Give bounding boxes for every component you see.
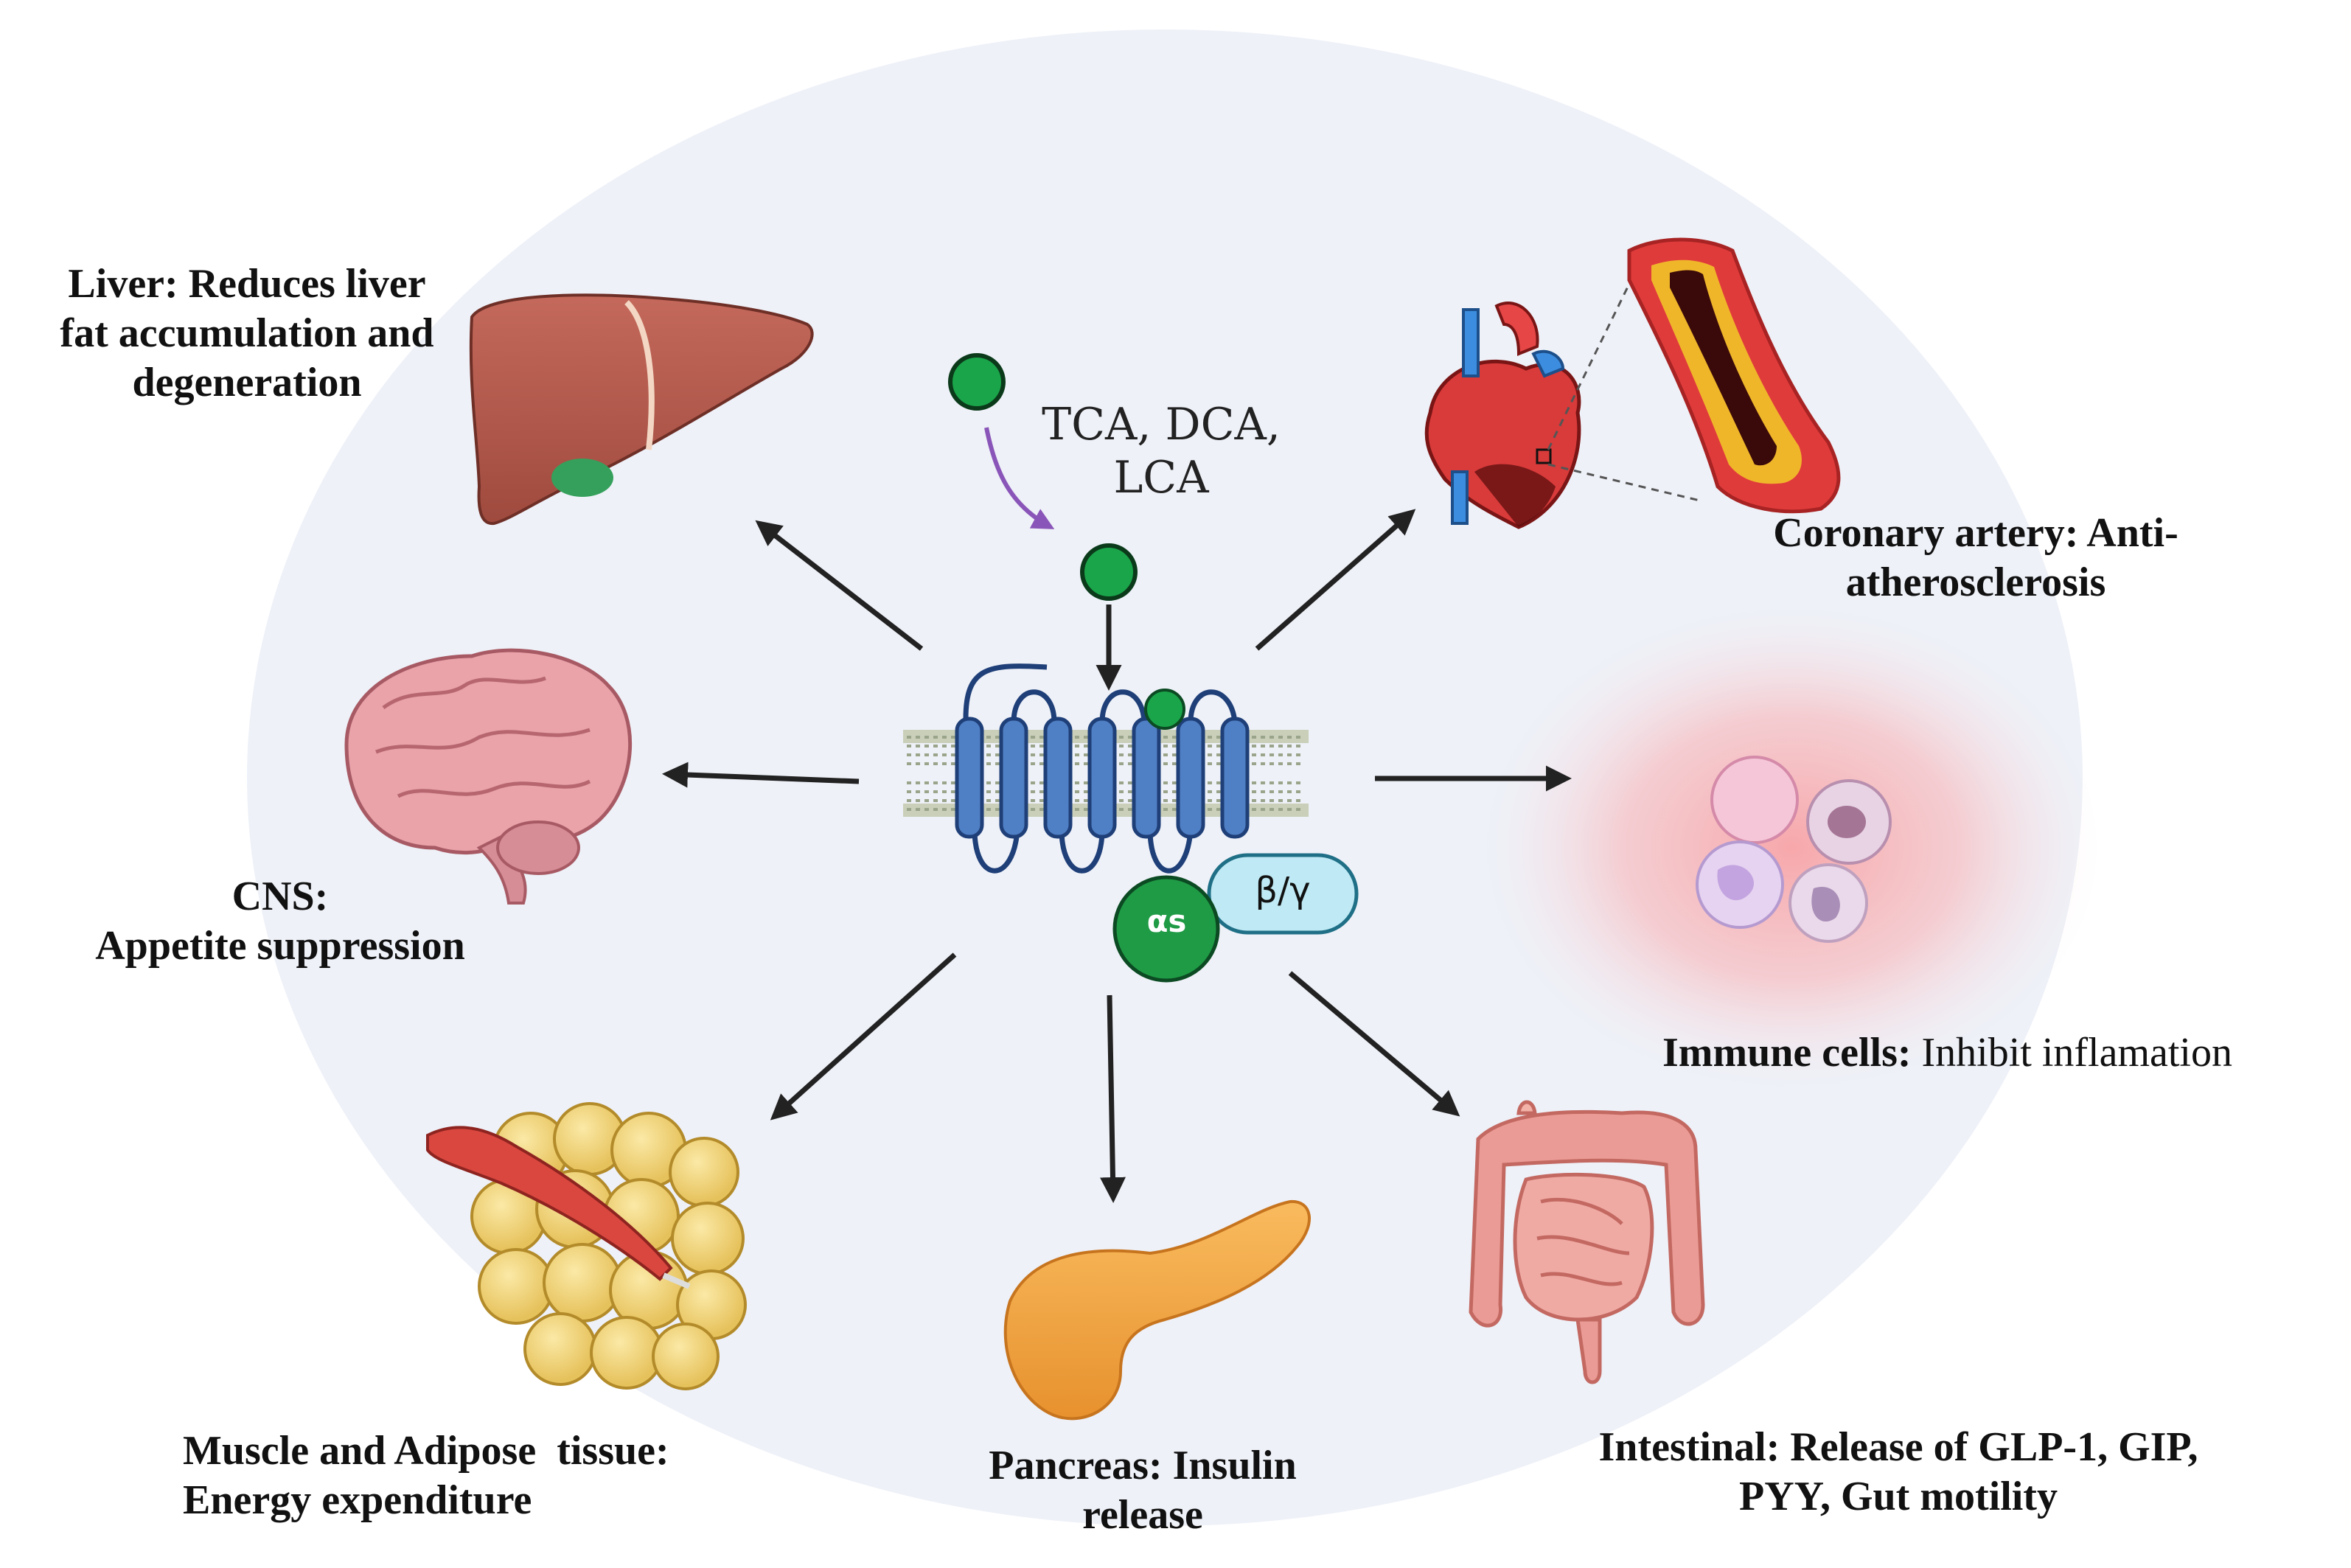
pancreas-label: Pancreas: Insulin release [936,1441,1349,1540]
muscle-label-line2: Energy expenditure [183,1477,532,1524]
coronary-label: Coronary artery: Anti- atherosclerosis [1710,509,2241,607]
pancreas-label-line2: release [1082,1492,1203,1539]
arrow-liver [755,520,924,651]
brain-icon [344,648,633,905]
cns-label-line1: CNS: [231,874,329,919]
muscle-adipose-icon [426,1102,747,1390]
heart-icon [1424,302,1581,529]
pancreas-label-line1: Pancreas: Insulin [989,1443,1297,1488]
g-betagamma-text: β/γ [1255,870,1311,911]
arrow-cns [662,762,860,788]
immune-label-bold: Immune cells: [1662,1030,1912,1076]
immune-label: Immune cells: Inhibit inflamation [1662,1028,2341,1078]
pancreas-icon [1003,1199,1311,1421]
liver-label-line3: degeneration [132,360,362,406]
helix-3 [1043,717,1073,839]
helix-1 [955,717,984,839]
approaching-ligand [1080,543,1138,601]
intestine-icon [1469,1100,1705,1384]
liver-icon [469,293,814,526]
bound-ligand [1144,689,1185,730]
g-betagamma [1207,853,1359,935]
arrow-pancreas [1099,994,1126,1203]
helix-7 [1220,717,1250,839]
ligand-label-line1: TCA, DCA, [1042,399,1281,450]
coronary-label-line1: Coronary artery: Anti- [1773,510,2178,556]
signal-arrows [662,509,1572,1203]
helix-6 [1176,717,1205,839]
muscle-label: Muscle and Adipose tissue: Energy expend… [183,1426,846,1525]
arrow-heart [1255,509,1416,651]
immune-cells-icon [1696,756,1892,943]
helix-2 [999,717,1028,839]
g-alpha [1112,875,1220,983]
intestinal-label: Intestinal: Release of GLP-1, GIP, PYY, … [1511,1423,2285,1522]
liver-label-line1: Liver: Reduces liver [68,261,426,307]
cns-label-line2: Appetite suppression [95,923,465,969]
helix-4 [1087,717,1117,839]
ligand-arrow [984,427,1055,529]
arrow-muscle [770,952,957,1121]
ligand-label: TCA, DCA, LCA [1025,398,1298,504]
g-betagamma-label: β/γ [1209,870,1356,913]
intestinal-label-line2: PYY, Gut motility [1739,1474,2058,1520]
g-alpha-text: αs [1146,903,1187,939]
muscle-label-line1: Muscle and Adipose tissue: [183,1428,669,1474]
helix-5 [1132,717,1161,839]
coronary-label-line2: atherosclerosis [1845,560,2106,606]
ligand-label-line2: LCA [1113,452,1209,503]
g-alpha-label: αs [1132,903,1202,940]
free-ligand [948,353,1006,411]
receptor-icon [963,663,1238,874]
liver-label: Liver: Reduces liver fat accumulation an… [29,259,464,408]
arrow-intestine [1288,971,1460,1117]
intestinal-label-line1: Intestinal: Release of GLP-1, GIP, [1598,1424,2198,1470]
liver-label-line2: fat accumulation and [60,310,434,357]
artery-icon [1627,237,1841,514]
immune-label-rest: Inhibit inflamation [1911,1030,2232,1076]
inflammation-glow [1482,604,2101,1091]
zoom-lines [1547,283,1704,503]
cns-label: CNS: Appetite suppression [44,872,516,971]
